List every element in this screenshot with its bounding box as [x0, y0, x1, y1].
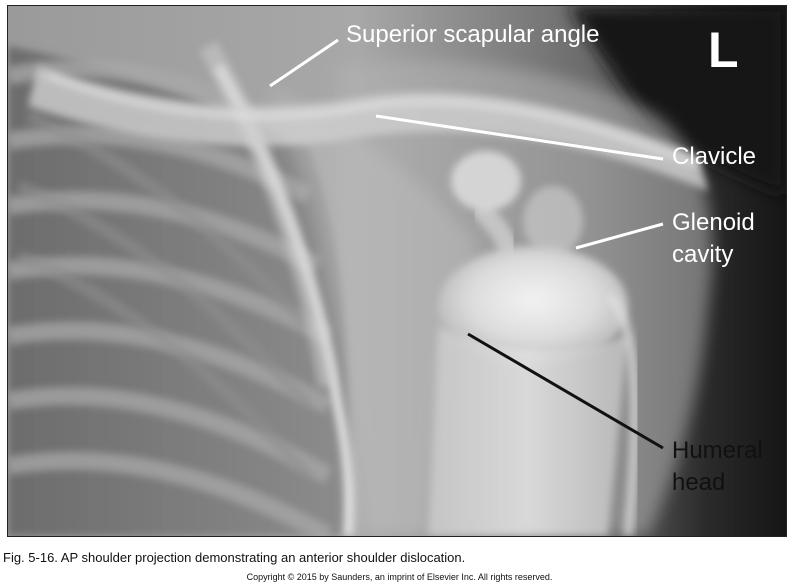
label-glenoid-line1: Glenoid: [672, 209, 755, 236]
label-glenoid-line2: cavity: [672, 241, 734, 268]
label-superior-scapular-angle: Superior scapular angle: [346, 21, 600, 48]
leader-humeral-head: [467, 332, 664, 450]
leader-glenoid: [575, 222, 664, 250]
xray-image: [8, 6, 786, 536]
leader-superior-scapular-angle: [269, 38, 339, 88]
label-clavicle: Clavicle: [672, 143, 757, 170]
label-humeral-line1: Humeral: [672, 437, 763, 464]
xray-figure: L Superior scapular angle Clavicle Gleno…: [7, 5, 787, 537]
figure-caption: Fig. 5-16. AP shoulder projection demons…: [3, 550, 466, 565]
side-marker-label: L: [708, 22, 739, 78]
copyright-notice: Copyright © 2015 by Saunders, an imprint…: [246, 572, 553, 582]
label-humeral-line2: head: [672, 469, 726, 496]
leader-clavicle: [375, 114, 664, 161]
